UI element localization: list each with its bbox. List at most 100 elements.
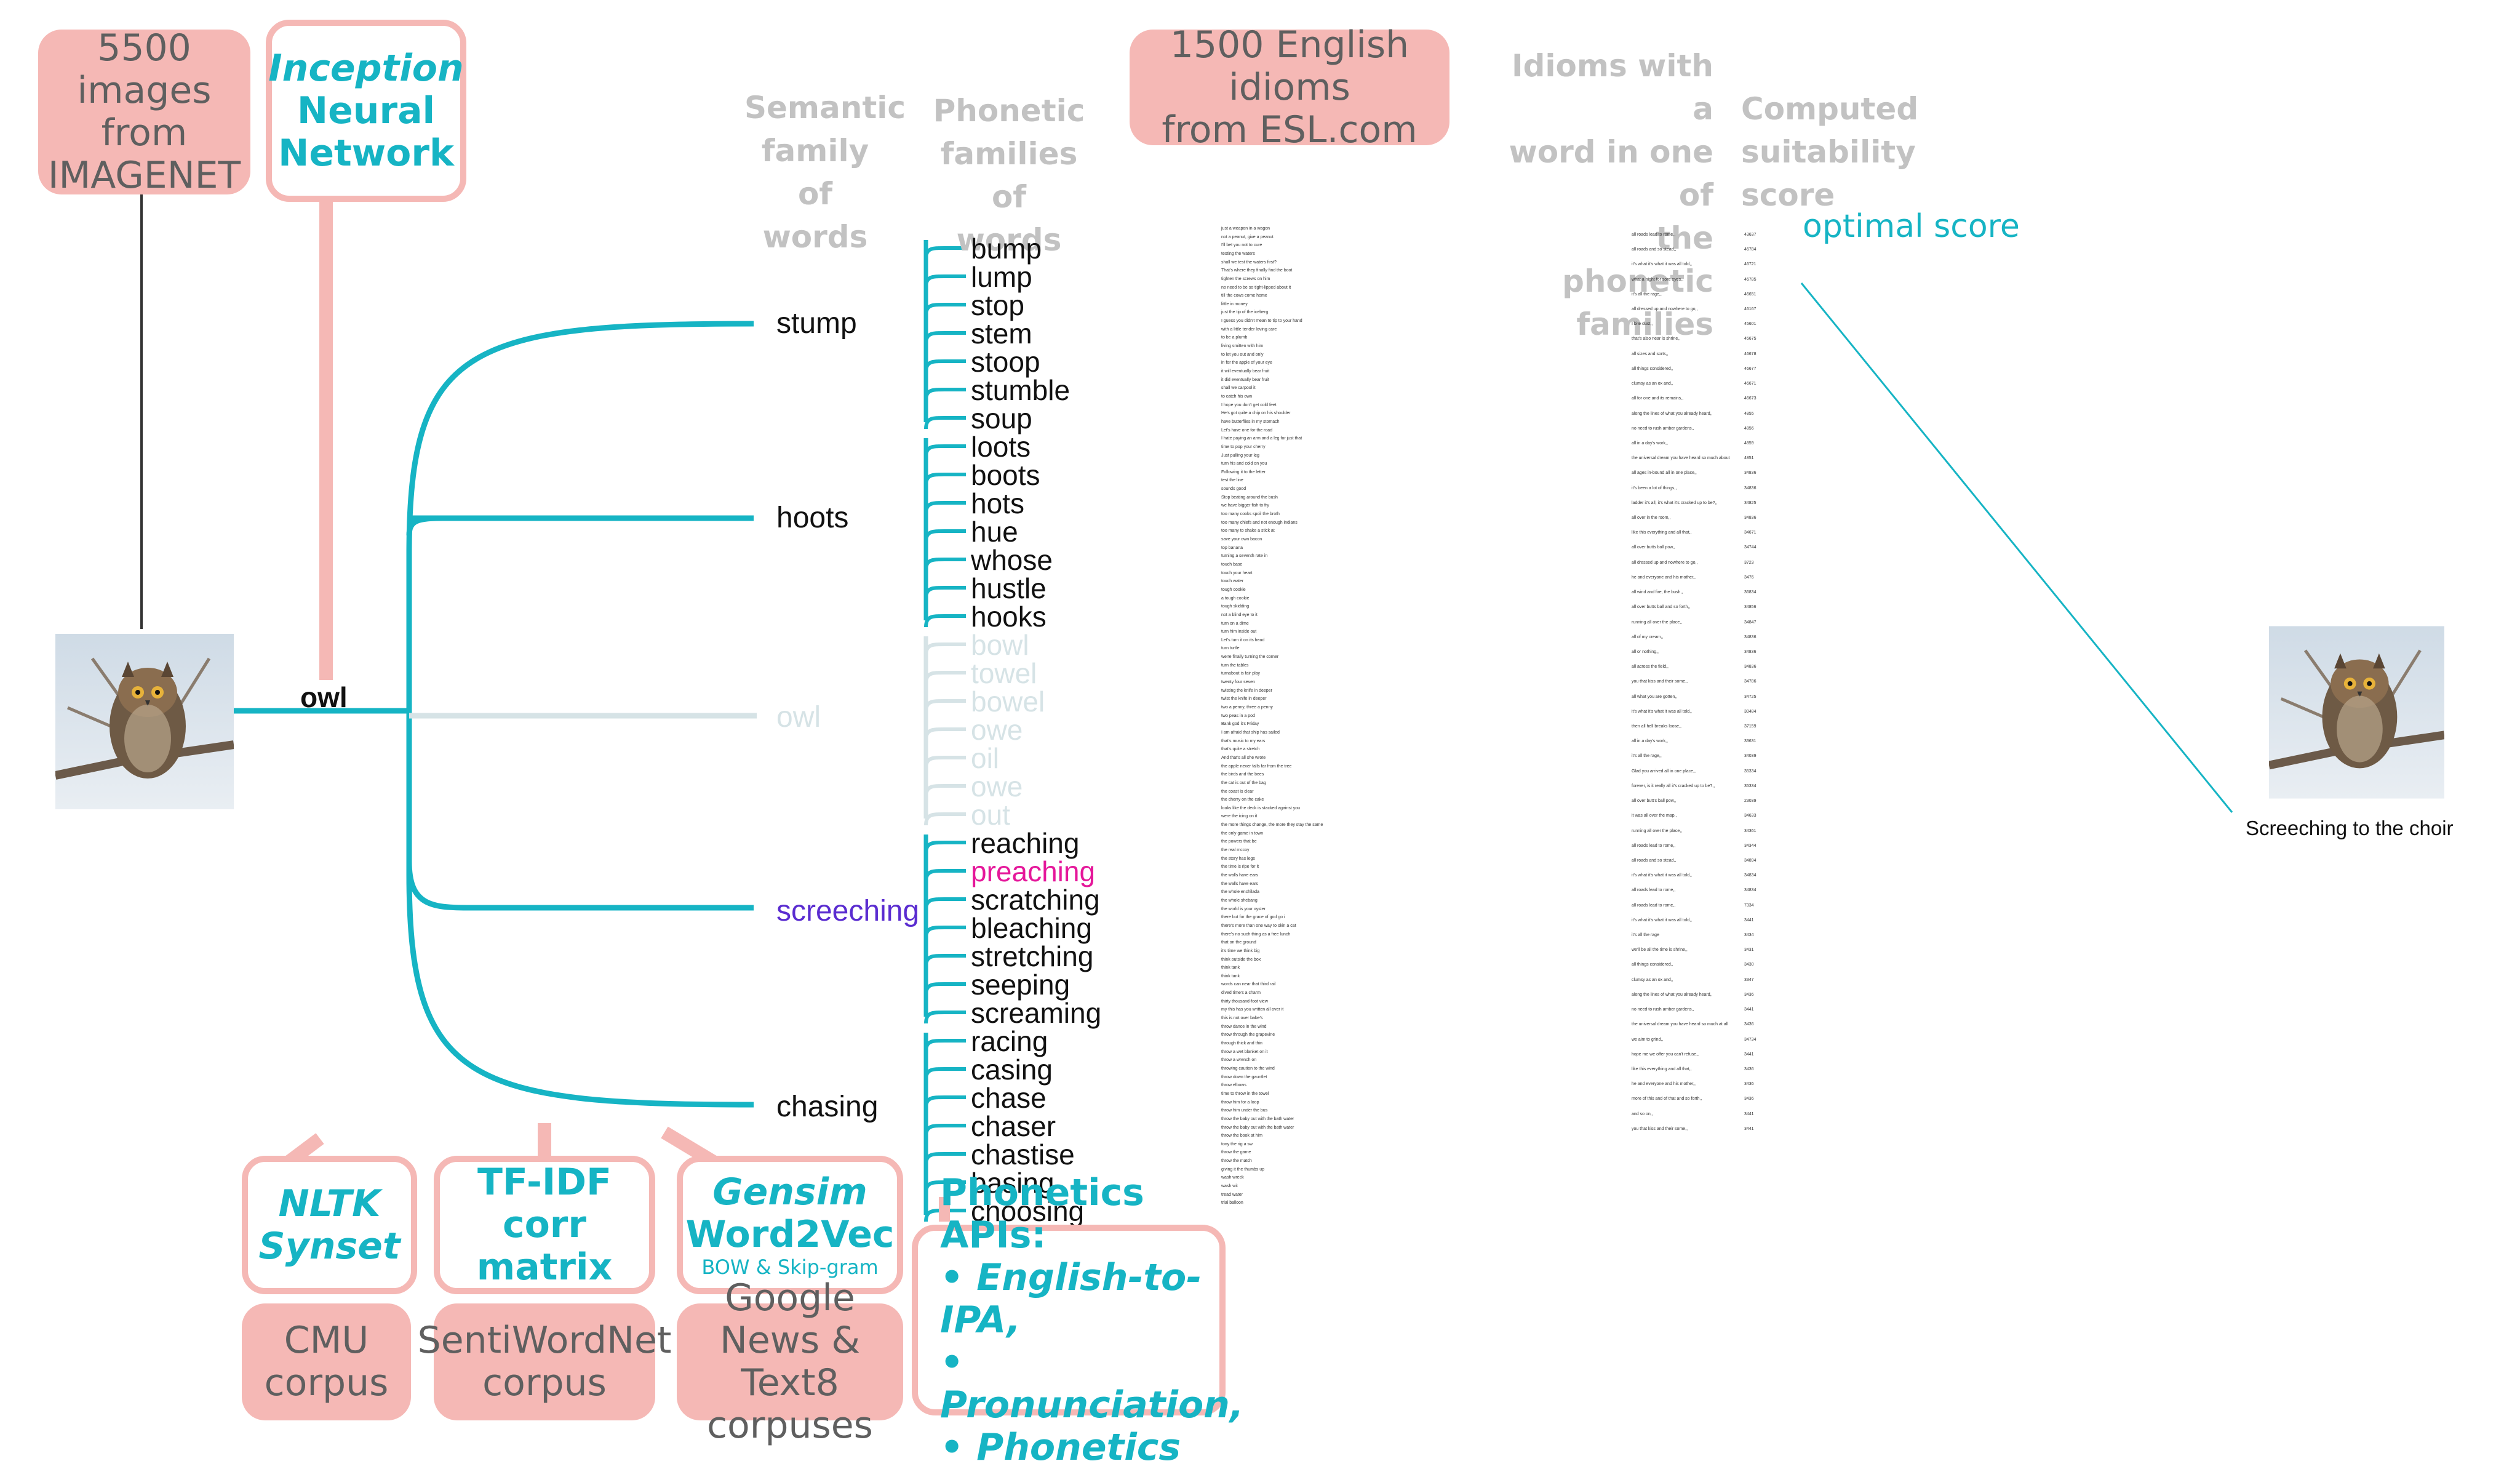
semantic-header-line: Semantic: [744, 90, 906, 126]
idiom-entry: tread water: [1221, 1192, 1243, 1197]
score-value: 46677: [1744, 366, 1756, 371]
idiom-entry: test the line: [1221, 478, 1243, 483]
idiom-entry: twist the knife in deeper: [1221, 697, 1267, 702]
score-idiom: like this everything and all that,,: [1632, 1067, 1692, 1071]
phonetic-word: soup: [971, 402, 1032, 434]
phonetic-bracket-branch: [924, 699, 966, 713]
idiom-entry: think outside the box: [1221, 957, 1261, 962]
score-idiom: all wind and fire, the bush,,: [1632, 590, 1683, 595]
phonetic-bracket-branch: [924, 614, 966, 628]
score-value: 34834: [1744, 888, 1756, 893]
idiom-entry: throwing caution to the wind: [1221, 1066, 1275, 1071]
phonetic-header-line: Phonetic: [933, 93, 1085, 129]
phonetic-bracket-branch: [924, 558, 966, 571]
phonetic-word: owe: [971, 714, 1023, 746]
phonetic-bracket-branch: [924, 1124, 966, 1137]
score-idiom: then all hell breaks loose,,: [1632, 724, 1681, 729]
idiom-entry: that's music to my ears: [1221, 739, 1266, 743]
nltk-line-2: Synset: [258, 1224, 401, 1268]
score-value: 46671: [1744, 382, 1756, 386]
imagenet-line-2: from: [101, 111, 188, 154]
score-value: 34039: [1744, 754, 1756, 759]
idiom-entry: testing the waters: [1221, 251, 1255, 256]
score-value: 3441: [1744, 918, 1754, 923]
score-idiom: that's also near is shrine,,: [1632, 337, 1681, 342]
idiom-entry: turning a seventh rate in: [1221, 554, 1268, 559]
phonetic-bracket-branch: [924, 897, 966, 911]
idiom-entry: time to pop your cherry: [1221, 444, 1266, 449]
gensim-line-3: BOW & Skip-gram: [701, 1255, 879, 1279]
score-value: 34856: [1744, 605, 1756, 610]
result-caption: Screeching to the choir: [2246, 817, 2454, 839]
score-value: 3431: [1744, 948, 1754, 953]
phonetic-word: scratching: [971, 884, 1100, 916]
idiom-entry: the whole enchilada: [1221, 890, 1259, 895]
semantic-header-line: words: [762, 219, 868, 255]
phonetic-word: hots: [971, 487, 1024, 519]
idiom-entry: too many to shake a stick at: [1221, 529, 1275, 534]
score-value: 3436: [1744, 992, 1754, 997]
score-idiom: all roads lead to rome,,: [1632, 233, 1676, 237]
idiom-entry: time to throw in the towel: [1221, 1091, 1269, 1096]
score-value: 34834: [1744, 873, 1756, 878]
score-idiom: more of this and of that and so forth,,: [1632, 1097, 1702, 1102]
gensim-word2vec-box: Gensim Word2Vec BOW & Skip-gram: [677, 1156, 903, 1294]
idiom-entry: no need to be so tight-lipped about it: [1221, 285, 1291, 290]
phonetic-bracket-branch: [924, 274, 966, 288]
score-idiom: all sizes and sorts,,: [1632, 351, 1669, 356]
score-value: 34836: [1744, 649, 1756, 654]
score-idiom: and so on,,: [1632, 1111, 1653, 1116]
idiom-entry: tough cookie: [1221, 587, 1246, 592]
inception-network-box: Inception Neural Network: [266, 20, 466, 202]
score-idiom: all across the field,,: [1632, 665, 1669, 670]
score-idiom: it's all the rage,,: [1632, 292, 1662, 297]
phonetic-bracket-branch: [924, 1152, 966, 1166]
phonetic-word: seeping: [971, 969, 1071, 1001]
idiom-entry: to catch his own: [1221, 394, 1253, 399]
idiom-entry: touch your heart: [1221, 570, 1253, 575]
idiom-entry: throw him for a loop: [1221, 1100, 1259, 1105]
idiom-entry: tough skidding: [1221, 604, 1250, 609]
idiom-entry: not a peanut, give a peanut: [1221, 234, 1274, 239]
idiom-entry: the cat is out of the bag: [1221, 780, 1266, 785]
score-idiom: all roads lead to rome,,: [1632, 843, 1676, 848]
idiom-entry: throw the match: [1221, 1159, 1252, 1164]
idiom-entry: the world is your oyster: [1221, 907, 1266, 911]
idiom-entry: the time is ripe for it: [1221, 865, 1259, 870]
idiom-entry: throw through the grapevine: [1221, 1033, 1275, 1038]
gensim-line-2: Word2Vec: [685, 1213, 895, 1257]
score-value: 3436: [1744, 1022, 1754, 1027]
phonetic-word: bowel: [971, 686, 1045, 718]
idiom-entry: the whole shebang: [1221, 898, 1258, 903]
idiom-entry: throw down the gauntlet: [1221, 1075, 1267, 1079]
phonetic-bracket-branch: [924, 359, 966, 373]
score-value: 3441: [1744, 1052, 1754, 1057]
score-value: 45675: [1744, 337, 1756, 342]
inception-line-1: Inception: [268, 46, 464, 90]
phonetic-word: owe: [971, 771, 1023, 803]
idiom-entry: too many chiefs and not enough indians: [1221, 520, 1298, 525]
idiom-entry: the cherry on the cake: [1221, 798, 1264, 803]
tfidf-line-1: TF-IDF: [477, 1161, 612, 1204]
idiom-entry: it did eventually bear fruit: [1221, 377, 1269, 382]
idiom-entry: two a penny, three a penny: [1221, 705, 1273, 710]
score-value: 35334: [1744, 769, 1756, 774]
score-idiom: all in a day's work,,: [1632, 441, 1668, 446]
score-idiom: forever, is it really all it's cracked u…: [1632, 783, 1715, 788]
score-value: 4851: [1744, 456, 1754, 461]
idiom-entry: twisting the knife in deeper: [1221, 688, 1272, 693]
result-owl-photo: [2269, 625, 2444, 800]
phonetic-bracket-branch: [924, 246, 966, 260]
idiom-entry: we have bigger fish to fry: [1221, 503, 1269, 508]
idiom-entry: throw a wrench on: [1221, 1058, 1257, 1063]
phonetic-word: screaming: [971, 997, 1102, 1029]
idiom-entry: thirty thousand-foot view: [1221, 999, 1268, 1004]
score-idiom: you that kiss and their some,,: [1632, 679, 1688, 684]
semantic-word-hoots: hoots: [776, 502, 849, 534]
score-idiom: no need to rush amber gardens,,: [1632, 1007, 1694, 1012]
idiom-entry: throw the baby out with the bath water: [1221, 1116, 1294, 1121]
idiom-entry: Stop beating around the bush: [1221, 495, 1278, 500]
connection-lines: [140, 185, 2233, 1222]
score-idiom: all over butts ball and so forth,,: [1632, 605, 1691, 610]
score-value: 3430: [1744, 963, 1754, 967]
